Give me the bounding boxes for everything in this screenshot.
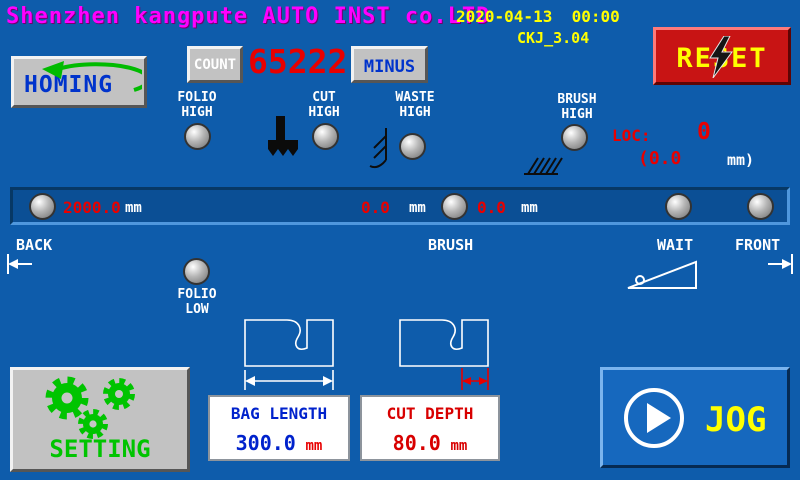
company-title: Shenzhen kangpute AUTO INST co.LTD [6,4,491,29]
gears-icon [45,376,135,439]
waste-high-label: WASTE HIGH [395,90,435,120]
waste-high-indicator[interactable] [399,133,426,160]
brush-icon [524,157,563,175]
version-label: CKJ_3.04 [517,29,590,47]
cut-tool-icon [268,116,298,156]
datetime-label: 2020-04-13 00:00 [456,7,620,26]
folio-low-label: FOLIO LOW [177,287,217,317]
brush-label: BRUSH [428,236,474,254]
loc-value: 0 [697,119,711,145]
reset-button[interactable]: RESET [653,27,791,85]
homing-arrow-icon [42,61,142,92]
bag-length-panel[interactable]: BAG LENGTH 300.0 mm [208,395,350,461]
ramp-icon [627,260,697,289]
back-position-indicator[interactable] [29,193,56,220]
cut-depth-panel[interactable]: CUT DEPTH 80.0 mm [360,395,500,461]
folio-high-indicator[interactable] [184,123,211,150]
back-label: BACK [16,236,53,254]
wait-position-unit: mm [521,200,538,216]
front-limit-arrow-icon [768,254,793,274]
position-track: 2000.0 mm 0.0 mm 0.0 mm [10,187,790,225]
homing-label: HOMING [24,72,114,98]
cut-depth-unit: mm [450,438,468,454]
bag-length-value: 300.0 [235,431,296,455]
brush-position-value: 0.0 [361,198,390,217]
setting-label: SETTING [49,435,151,463]
wait-label: WAIT [657,236,694,254]
play-icon [624,388,684,448]
minus-button[interactable]: MINUS [351,46,428,83]
front-position-indicator[interactable] [747,193,774,220]
loc-label: LOC: [612,126,651,145]
waste-icon [369,128,387,169]
jog-button[interactable]: JOG [600,367,790,468]
count-label: COUNT [193,57,237,73]
bag-shape-depth-icon [399,319,489,390]
folio-low-indicator[interactable] [183,258,210,285]
front-label: FRONT [735,236,781,254]
minus-label: MINUS [363,57,416,77]
setting-button[interactable]: SETTING [10,367,190,472]
cut-high-indicator[interactable] [312,123,339,150]
jog-label: JOG [705,400,767,440]
count-plate[interactable]: COUNT [187,46,243,83]
wait-position-indicator[interactable] [665,193,692,220]
bag-shape-length-icon [244,319,334,390]
loc-sub-unit: mm) [727,151,755,169]
brush-high-label: BRUSH HIGH [557,92,597,122]
bag-length-unit: mm [305,438,323,454]
back-limit-arrow-icon [7,254,32,274]
back-position-value: 2000.0 [63,198,121,217]
count-value: 65222 [248,42,348,81]
lightning-icon [709,36,733,78]
brush-position-unit: mm [409,200,426,216]
brush-position-indicator[interactable] [441,193,468,220]
wait-position-value: 0.0 [477,198,506,217]
cut-high-label: CUT HIGH [308,90,340,120]
cut-depth-label: CUT DEPTH [386,404,474,423]
homing-button[interactable]: HOMING [11,56,147,108]
folio-high-label: FOLIO HIGH [177,90,217,120]
brush-high-indicator[interactable] [561,124,588,151]
back-position-unit: mm [125,200,142,216]
bag-length-label: BAG LENGTH [230,404,328,423]
loc-sub-value: (0.0 [638,148,682,169]
cut-depth-value: 80.0 [392,431,441,455]
